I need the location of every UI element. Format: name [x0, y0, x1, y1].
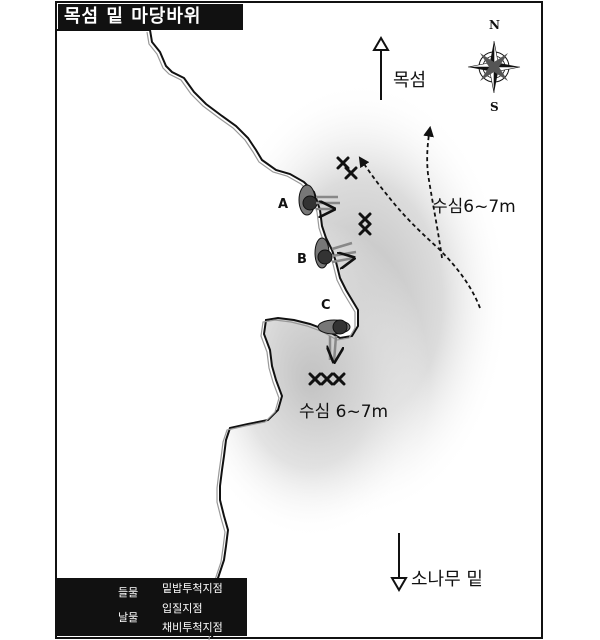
legend-ebb-tide-label: 날물	[118, 611, 139, 624]
depth-label-bottom: 수심 6~7m	[299, 402, 389, 422]
north-direction-label: 목섬	[393, 70, 427, 91]
north-arrow	[372, 36, 390, 100]
south-arrow	[390, 533, 408, 592]
ebb-current-line-north	[423, 125, 443, 259]
spot-c-label: C	[321, 298, 331, 313]
legend-bait-point-label: 밑밥투척지점	[162, 582, 223, 595]
map-title: 목섬 밑 마당바위	[58, 4, 243, 30]
compass-south-label: S	[490, 100, 499, 114]
spot-b-label: B	[297, 252, 307, 267]
coastline	[55, 29, 359, 639]
south-direction-label: 소나무 밑	[411, 569, 483, 590]
legend-bite-point-label: 입질지점	[162, 602, 203, 615]
spot-a-label: A	[278, 197, 289, 212]
ebb-current-line-right	[358, 156, 481, 309]
depth-label-right: 수심6~7m	[432, 197, 516, 217]
legend: 들물 날물 밑밥투척지점 입질지점 채비투척지점	[57, 578, 247, 636]
compass-north-label: N	[489, 18, 500, 32]
spot-a-marker	[298, 184, 340, 215]
legend-chum-point-label: 채비투척지점	[162, 621, 223, 634]
legend-flood-tide-label: 들물	[118, 586, 139, 599]
spot-b-marker	[314, 237, 356, 268]
compass-rose-icon	[467, 40, 521, 94]
spot-c-marker	[318, 319, 350, 362]
